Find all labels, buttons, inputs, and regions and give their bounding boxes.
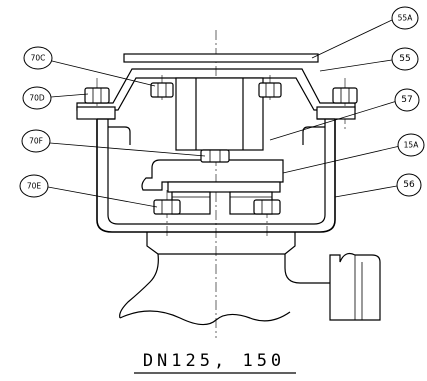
nut-70d-left [84,87,110,104]
side-lug [329,252,381,321]
svg-text:15A: 15A [404,141,420,150]
callout-70f: 70F [21,129,51,153]
svg-text:DN125, 150: DN125, 150 [143,351,285,371]
callout-70d: 70D [22,86,52,110]
svg-text:70E: 70E [27,182,42,191]
callout-55a: 55A [391,6,419,30]
right-flange [316,106,356,120]
svg-text:55A: 55A [398,14,414,23]
pipe-body [119,253,330,319]
callout-55: 55 [391,47,419,71]
leader-lines [47,19,401,208]
nut-70d-right [332,87,358,104]
callout-57: 57 [394,88,420,112]
svg-text:70C: 70C [31,54,46,63]
svg-text:70F: 70F [29,137,43,146]
nut-70c-right [258,82,282,98]
outer-housing [96,119,336,233]
callout-56: 56 [396,173,422,197]
top-plate [123,53,319,63]
disc-plate [167,181,281,193]
left-flange [76,106,116,120]
caption: DN125, 150 [134,351,296,374]
nut-70e-right [253,199,281,215]
inner-housing [107,119,326,225]
pipe-flange [146,232,296,255]
pipe-break-line [119,310,291,326]
callout-15a: 15A [397,133,425,157]
svg-text:70D: 70D [29,94,45,103]
center-body [175,77,264,151]
svg-text:57: 57 [401,95,412,105]
nut-70f [200,149,230,163]
nut-70c-left [150,82,174,98]
svg-text:55: 55 [399,54,410,64]
callout-70e: 70E [19,174,49,198]
nut-70e-left [153,199,181,215]
callout-70c: 70C [23,46,53,70]
svg-text:56: 56 [403,180,415,190]
